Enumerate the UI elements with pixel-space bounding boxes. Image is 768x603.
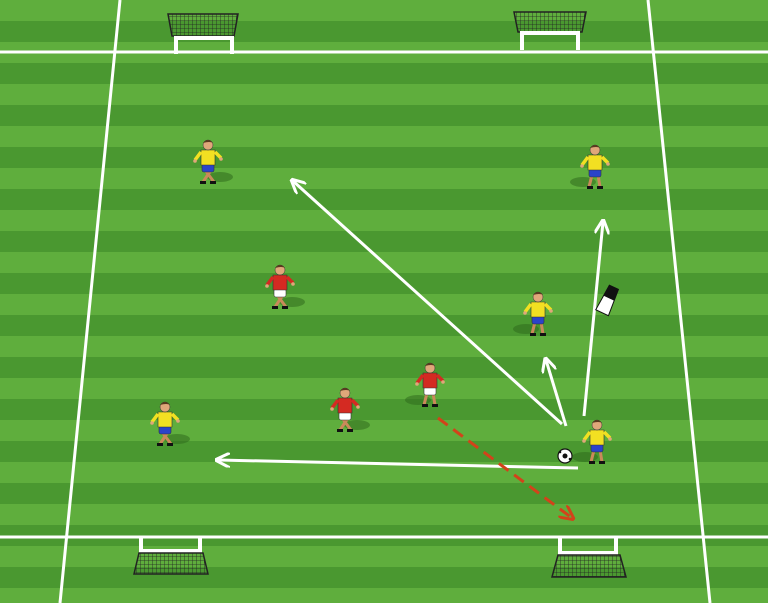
pass-arrow-up-right: [582, 222, 603, 417]
pass-arrows: [218, 181, 603, 470]
goal-bottom-right: [551, 537, 627, 578]
defender-center-low: [330, 387, 370, 432]
pass-arrow-long-diagonal: [293, 181, 564, 426]
goal-top-left: [167, 13, 239, 54]
run-arrow-dashed: [437, 416, 572, 518]
goal-bottom-left: [133, 537, 209, 575]
attacker-top-left: [193, 139, 233, 184]
attacker-top-right: [570, 144, 610, 189]
pass-arrow-left: [218, 460, 579, 470]
players: [150, 139, 612, 464]
right-sideline: [646, 0, 712, 603]
attacker-on-ball: [572, 419, 612, 464]
attacker-left: [150, 401, 190, 446]
soccer-ball: [557, 448, 573, 464]
defender-middle-left: [265, 264, 305, 309]
left-sideline: [58, 0, 122, 603]
attacker-middle-right: [513, 291, 553, 336]
goal-top-right: [513, 11, 587, 50]
pass-arrow-short: [546, 360, 568, 427]
cone-marker: [595, 284, 620, 317]
defender-center: [405, 362, 445, 407]
